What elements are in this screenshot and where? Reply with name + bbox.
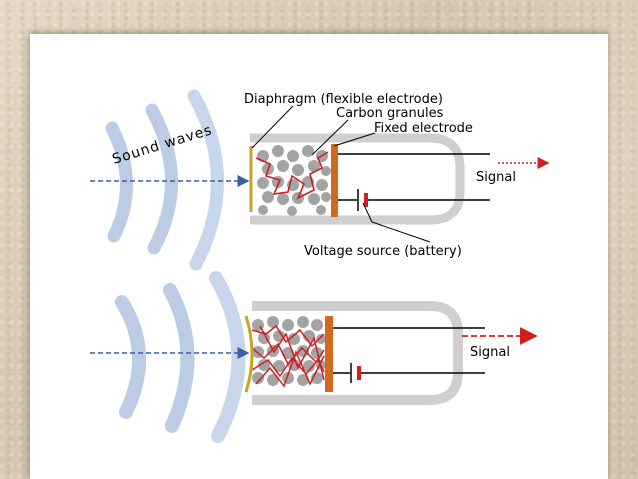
leader-line (333, 132, 376, 147)
carbon-granules-label: Carbon granules (336, 106, 444, 121)
sound-wave-arc (115, 295, 147, 419)
diaphragm-label: Diaphragm (flexible electrode) (244, 92, 443, 107)
sound-wave-arc (209, 271, 246, 443)
slide-panel: Sound waves Diaphragm (flexible electrod… (30, 34, 608, 479)
sound-wave-arc (145, 103, 178, 255)
carbon-microphone-diagram: Sound waves Diaphragm (flexible electrod… (90, 89, 550, 443)
sound-wave-arc (163, 283, 195, 433)
signal-label-top: Signal (476, 170, 516, 185)
carbon-granules (257, 145, 331, 216)
battery-icon (357, 366, 361, 380)
diaphragm (244, 315, 254, 393)
mic-casing (252, 301, 463, 405)
voltage-source-label: Voltage source (battery) (304, 244, 462, 259)
battery-icon (364, 193, 368, 207)
sound-wave-arc (187, 89, 224, 271)
top-microphone: Sound waves Diaphragm (flexible electrod… (90, 89, 550, 271)
sound-wave-arc (105, 121, 133, 243)
current-paths (251, 324, 325, 388)
leader-line (362, 202, 431, 243)
current-path (255, 151, 329, 200)
fixed-electrode (325, 316, 333, 392)
mic-casing (250, 133, 465, 225)
leader-line (251, 105, 294, 149)
fixed-electrode (331, 144, 338, 217)
signal-label-bottom: Signal (470, 345, 510, 360)
fixed-electrode-label: Fixed electrode (374, 121, 473, 136)
bottom-microphone: Signal (90, 271, 538, 443)
leader-line (311, 119, 349, 156)
